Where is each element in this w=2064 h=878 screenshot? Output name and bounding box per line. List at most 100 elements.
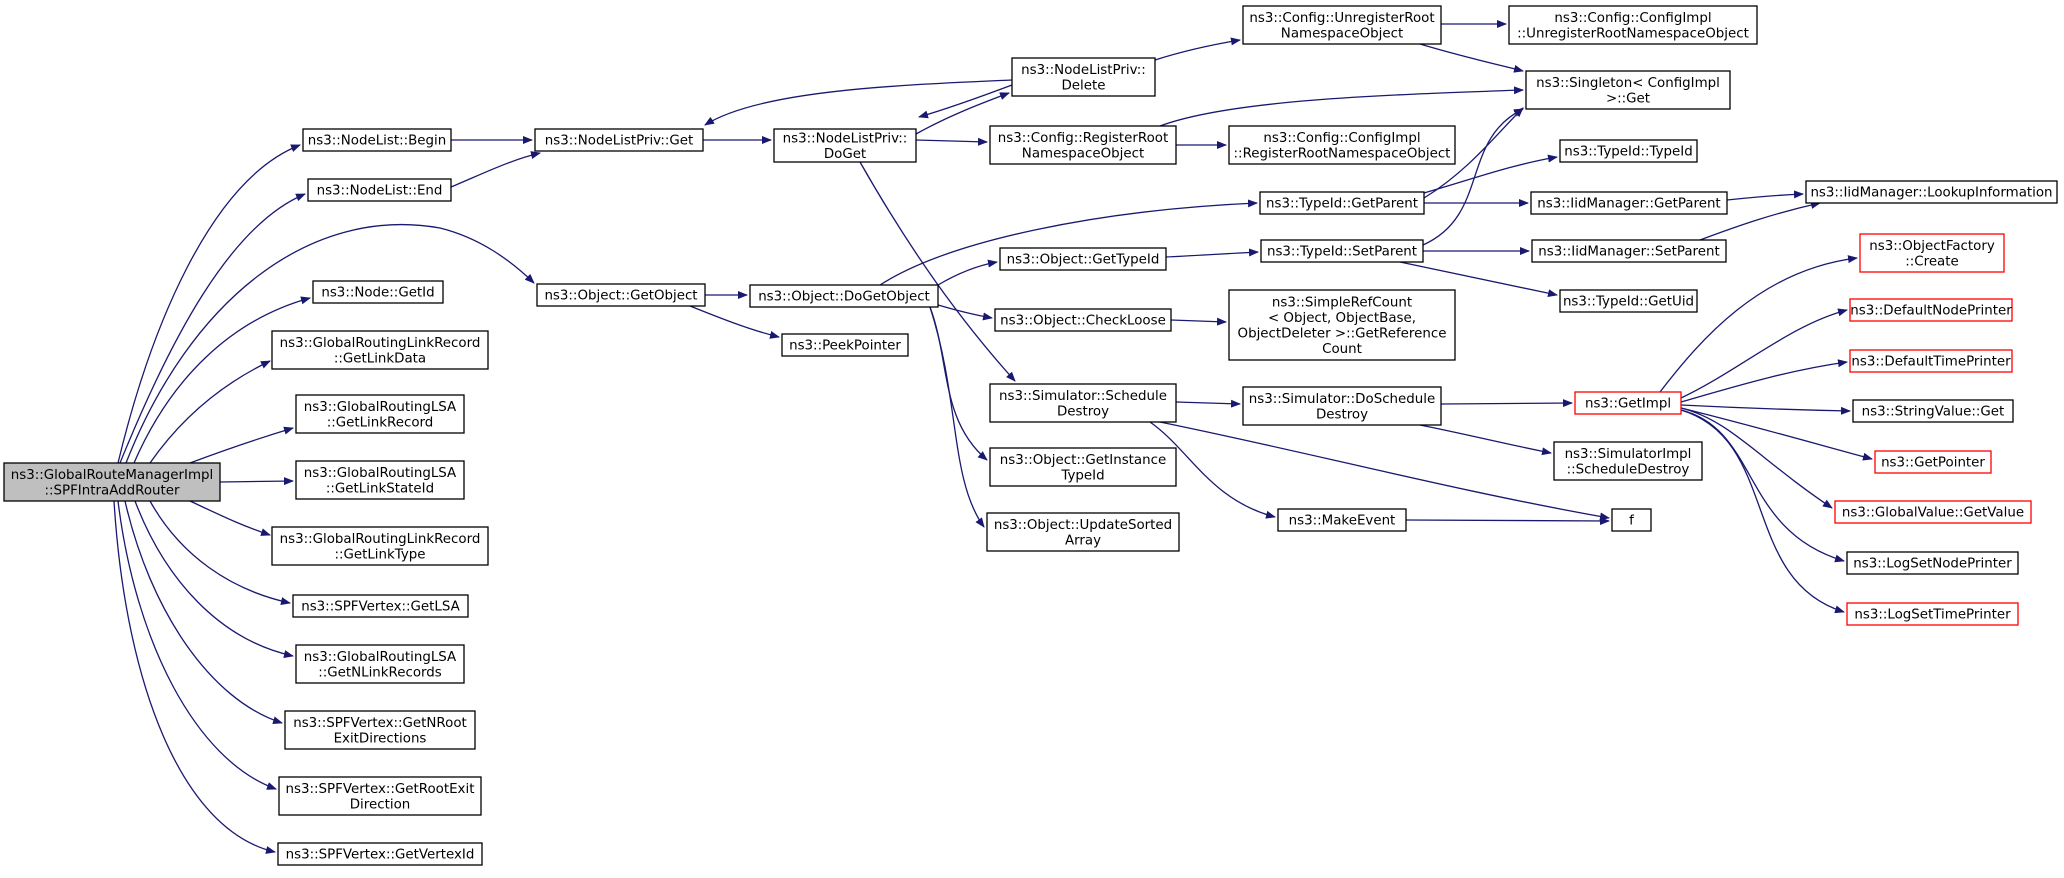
node-box — [1849, 349, 2013, 373]
node-label-line: ns3::SPFVertex::GetNRoot — [293, 716, 467, 731]
node-box — [271, 330, 489, 370]
node-nodelist_end[interactable]: ns3::NodeList::End — [307, 178, 452, 202]
node-label-line: Delete — [1062, 78, 1106, 93]
node-iid_lookupinformation[interactable]: ns3::IidManager::LookupInformation — [1805, 180, 2058, 204]
node-label-line: ns3::SimulatorImpl — [1565, 447, 1692, 462]
node-spf_getlsa[interactable]: ns3::SPFVertex::GetLSA — [292, 594, 469, 618]
node-obj_checkloose[interactable]: ns3::Object::CheckLoose — [994, 308, 1172, 332]
node-f[interactable]: f — [1611, 508, 1652, 532]
node-box — [1259, 191, 1425, 215]
node-cfgimpl_unregisterroot[interactable]: ns3::Config::ConfigImpl::UnregisterRootN… — [1508, 5, 1758, 45]
node-label-line: ns3::GlobalRoutingLSA — [304, 466, 457, 481]
node-box — [989, 383, 1177, 423]
node-typeid_setparent[interactable]: ns3::TypeId::SetParent — [1260, 239, 1424, 263]
node-iid_setparent[interactable]: ns3::IidManager::SetParent — [1531, 239, 1727, 263]
node-grlsa_getlinkstateid[interactable]: ns3::GlobalRoutingLSA::GetLinkStateId — [295, 460, 465, 500]
node-sim_scheduledestroy[interactable]: ns3::Simulator::ScheduleDestroy — [989, 383, 1177, 423]
node-defaulttimeprinter[interactable]: ns3::DefaultTimePrinter — [1849, 349, 2013, 373]
node-box — [1805, 180, 2058, 204]
node-node_getid[interactable]: ns3::Node::GetId — [312, 280, 444, 304]
edge-typeid_setparent-to-typeid_getuid — [1399, 261, 1558, 298]
node-box — [1011, 57, 1156, 97]
node-label-line: ns3::GlobalRoutingLinkRecord — [280, 336, 481, 351]
node-box — [1559, 289, 1698, 313]
node-grlr_getlinktype[interactable]: ns3::GlobalRoutingLinkRecord::GetLinkTyp… — [271, 526, 489, 566]
edge-sim_scheduledestroy-to-makeevent — [1149, 421, 1276, 519]
node-logsettimeprinter[interactable]: ns3::LogSetTimePrinter — [1846, 602, 2019, 626]
node-box — [312, 280, 444, 304]
node-getimpl[interactable]: ns3::GetImpl — [1574, 391, 1682, 415]
node-nlp_doget[interactable]: ns3::NodeListPriv::DoGet — [773, 128, 917, 163]
edge-getimpl-to-globalvalue_getvalue — [1680, 407, 1833, 509]
node-label-line: Destroy — [1057, 404, 1109, 419]
node-label-line: ns3::SimpleRefCount — [1272, 295, 1412, 310]
node-root[interactable]: ns3::GlobalRouteManagerImpl::SPFIntraAdd… — [3, 462, 221, 502]
node-stringvalue_get[interactable]: ns3::StringValue::Get — [1852, 399, 2014, 423]
node-box — [292, 594, 469, 618]
node-obj_dogetobject[interactable]: ns3::Object::DoGetObject — [749, 284, 939, 308]
node-nlp_delete[interactable]: ns3::NodeListPriv::Delete — [1011, 57, 1156, 97]
node-box — [1849, 298, 2013, 322]
node-peekpointer[interactable]: ns3::PeekPointer — [781, 333, 909, 357]
edge-obj_dogetobject-to-obj_updatesortedarray — [929, 306, 985, 528]
node-getpointer[interactable]: ns3::GetPointer — [1874, 450, 1992, 474]
node-label-line: ns3::TypeId::SetParent — [1267, 245, 1417, 260]
node-globalvalue_getvalue[interactable]: ns3::GlobalValue::GetValue — [1834, 500, 2032, 524]
node-label-line: ns3::Config::ConfigImpl — [1554, 11, 1711, 26]
node-label-line: ns3::LogSetNodePrinter — [1853, 557, 2012, 572]
node-label-line: ns3::TypeId::GetParent — [1266, 197, 1418, 212]
node-nodelist_begin[interactable]: ns3::NodeList::Begin — [302, 128, 452, 152]
node-grlsa_getnlinkrecords[interactable]: ns3::GlobalRoutingLSA::GetNLinkRecords — [295, 644, 465, 684]
node-grlsa_getlinkrecord[interactable]: ns3::GlobalRoutingLSA::GetLinkRecord — [295, 394, 465, 434]
node-typeid_typeid[interactable]: ns3::TypeId::TypeId — [1559, 139, 1698, 163]
edge-root-to-grlsa_getlinkrecord — [189, 426, 294, 464]
node-box — [1530, 191, 1728, 215]
node-cfg_unregisterroot[interactable]: ns3::Config::UnregisterRootNamespaceObje… — [1242, 5, 1442, 45]
node-objectfactory_create[interactable]: ns3::ObjectFactory::Create — [1859, 233, 2005, 273]
node-box — [1260, 239, 1424, 263]
node-label-line: ::UnregisterRootNamespaceObject — [1517, 26, 1749, 41]
node-label-line: ns3::PeekPointer — [789, 339, 901, 354]
node-cfgimpl_registerroot[interactable]: ns3::Config::ConfigImpl::RegisterRootNam… — [1228, 125, 1456, 165]
node-typeid_getuid[interactable]: ns3::TypeId::GetUid — [1559, 289, 1698, 313]
node-label-line: ns3::Config::UnregisterRoot — [1249, 11, 1434, 26]
node-obj_getobject[interactable]: ns3::Object::GetObject — [536, 283, 706, 307]
node-iid_getparent[interactable]: ns3::IidManager::GetParent — [1530, 191, 1728, 215]
node-label-line: ns3::DefaultTimePrinter — [1851, 355, 2011, 370]
edge-getimpl-to-getpointer — [1680, 407, 1873, 461]
node-label-line: ns3::GlobalRoutingLSA — [304, 650, 457, 665]
node-obj_gettypeid[interactable]: ns3::Object::GetTypeId — [999, 247, 1167, 271]
node-label-line: ns3::DefaultNodePrinter — [1850, 304, 2012, 319]
node-logsetnodeprinter[interactable]: ns3::LogSetNodePrinter — [1846, 551, 2019, 575]
node-grlr_getlinkdata[interactable]: ns3::GlobalRoutingLinkRecord::GetLinkDat… — [271, 330, 489, 370]
edge-cfg_registerroot-to-singleton_get — [1159, 86, 1524, 127]
node-simimpl_scheduledestroy[interactable]: ns3::SimulatorImpl::ScheduleDestroy — [1553, 441, 1703, 481]
node-makeevent[interactable]: ns3::MakeEvent — [1277, 508, 1407, 532]
node-box — [295, 644, 465, 684]
edge-root-to-grlr_getlinktype — [189, 500, 271, 536]
node-label-line: ns3::LogSetTimePrinter — [1854, 608, 2011, 623]
edge-root-to-grlsa_getnlinkrecords — [134, 500, 294, 658]
node-box — [295, 460, 465, 500]
node-spf_getvertexid[interactable]: ns3::SPFVertex::GetVertexId — [277, 842, 483, 866]
node-box — [1874, 450, 1992, 474]
node-label-line: NamespaceObject — [1022, 146, 1144, 161]
node-singleton_get[interactable]: ns3::Singleton< ConfigImpl >::Get — [1525, 70, 1731, 110]
edge-obj_getobject-to-peekpointer — [689, 305, 780, 339]
node-cfg_registerroot[interactable]: ns3::Config::RegisterRootNamespaceObject — [989, 125, 1177, 165]
node-label-line: ns3::GetImpl — [1585, 397, 1671, 412]
node-label-line: ns3::Object::CheckLoose — [1000, 314, 1166, 329]
node-label-line: ns3::StringValue::Get — [1862, 405, 2005, 420]
node-label-line: ns3::TypeId::GetUid — [1563, 295, 1694, 310]
node-simplerefcount[interactable]: ns3::SimpleRefCount< Object, ObjectBase,… — [1228, 289, 1456, 361]
node-defaultnodeprinter[interactable]: ns3::DefaultNodePrinter — [1849, 298, 2013, 322]
node-nlp_get[interactable]: ns3::NodeListPriv::Get — [534, 128, 704, 152]
node-typeid_getparent[interactable]: ns3::TypeId::GetParent — [1259, 191, 1425, 215]
edge-obj_dogetobject-to-typeid_getparent — [879, 199, 1258, 286]
